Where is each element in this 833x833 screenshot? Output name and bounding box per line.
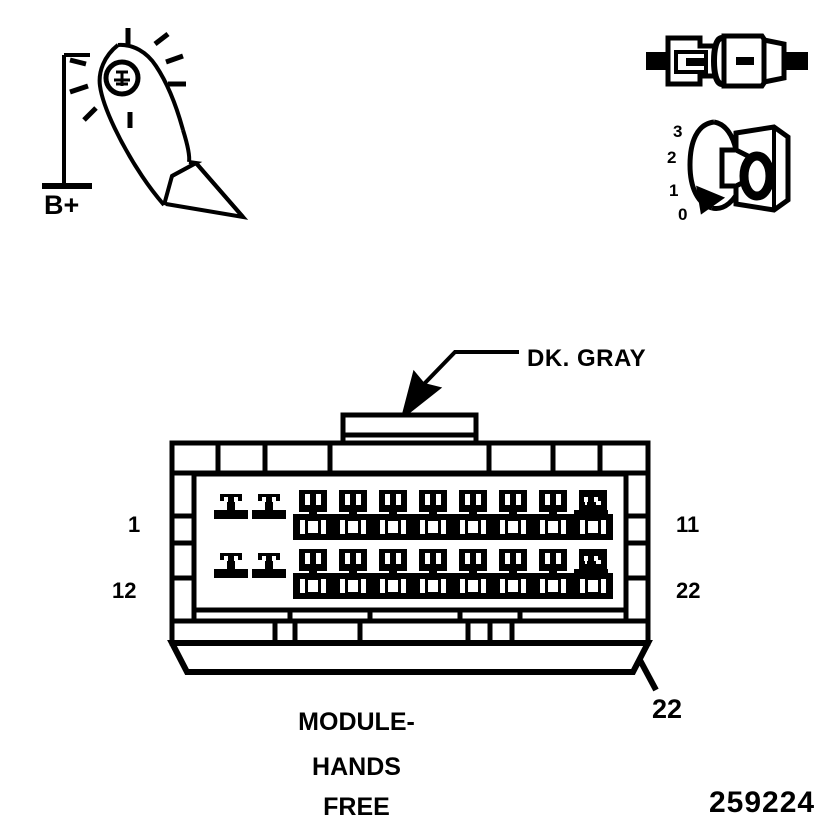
- key-position-1-label: 1: [669, 181, 679, 200]
- module-label-line2: HANDS: [312, 753, 401, 781]
- terminal-cavity-pin-11: [574, 494, 608, 519]
- part-number-label: 259224: [709, 786, 816, 819]
- probe-light-rays-icon: [69, 28, 186, 128]
- two-part-connector-icon: [646, 33, 808, 89]
- test-light-probe-icon: [42, 42, 249, 220]
- terminal-cavity-group-row2: [214, 549, 613, 599]
- key-position-2-label: 2: [667, 148, 677, 167]
- module-label-line1: MODULE-: [298, 708, 415, 736]
- dk-gray-leader-line: [400, 350, 519, 421]
- ignition-key-switch-icon: [687, 119, 791, 215]
- b-plus-label: B+: [44, 190, 80, 220]
- terminal-cavity-group-row1: [214, 490, 613, 540]
- terminal-cavity-pin-22: [574, 553, 608, 578]
- key-position-3-label: 3: [673, 122, 683, 141]
- hands-free-connector-body: [167, 412, 653, 675]
- pin-number-11: 11: [676, 512, 700, 537]
- pin-number-1: 1: [128, 512, 141, 537]
- pin-22-callout-label: 22: [652, 694, 683, 724]
- module-label-line3: FREE: [323, 793, 390, 821]
- key-position-0-label: 0: [678, 205, 688, 224]
- pin-number-12: 12: [112, 578, 137, 603]
- dk-gray-label: DK. GRAY: [527, 345, 647, 372]
- pin-number-22: 22: [676, 578, 701, 603]
